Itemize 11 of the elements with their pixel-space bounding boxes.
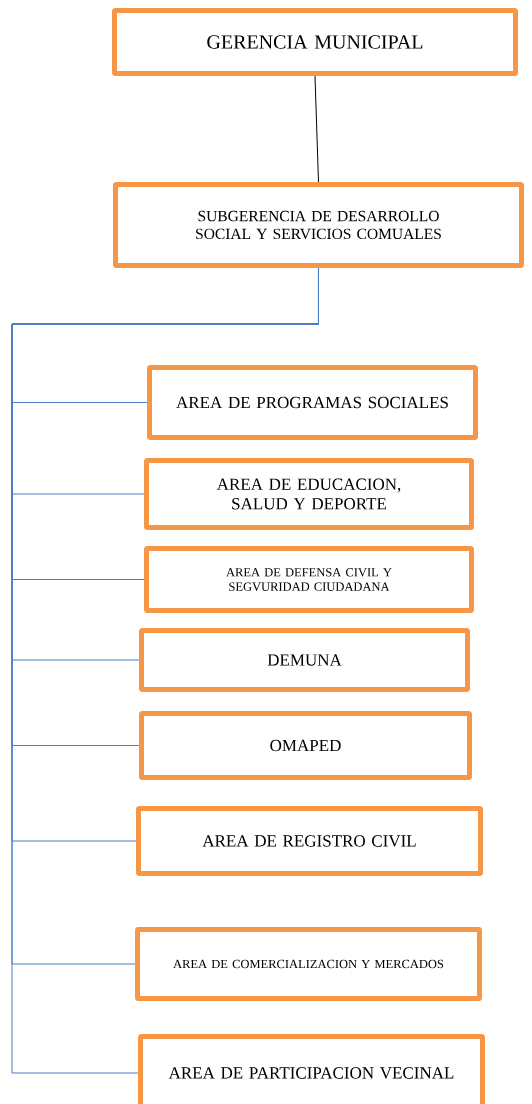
org-box: AREA DE DEFENSA CIVIL Y SEGVURIDAD CIUDADANA — [144, 546, 474, 613]
org-box: AREA DE COMERCIALIZACION Y MERCADOS — [135, 927, 482, 1001]
org-box: AREA DE PROGRAMAS SOCIALES — [147, 365, 478, 440]
org-box: GERENCIA MUNICIPAL — [112, 8, 518, 76]
org-box: SUBGERENCIA DE DESARROLLO SOCIAL Y SERVICIOS COMUALES — [113, 182, 524, 268]
org-box: OMAPED — [139, 711, 472, 780]
org-box: AREA DE EDUCACION, SALUD Y DEPORTE — [144, 458, 474, 530]
org-box: DEMUNA — [139, 628, 470, 692]
connector-line — [314, 75, 319, 183]
org-box: AREA DE REGISTRO CIVIL — [136, 806, 483, 876]
org-box: AREA DE PARTICIPACION VECINAL — [138, 1034, 485, 1104]
